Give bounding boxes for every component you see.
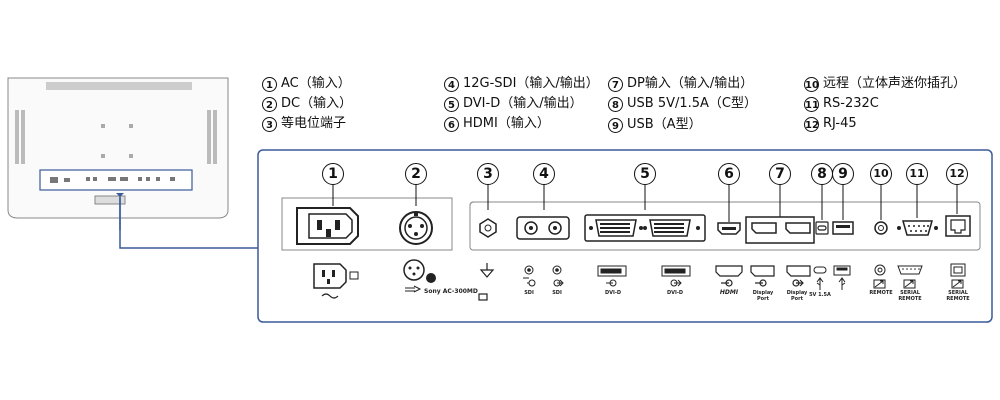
callout-7: 7	[769, 163, 791, 185]
label-hdmi: HDMI	[719, 289, 739, 296]
displayport-ports	[745, 216, 815, 244]
equipotential-terminal	[479, 218, 497, 238]
ac-inlet	[296, 207, 359, 245]
remote-jack	[874, 221, 888, 235]
dp-symbols	[750, 265, 811, 287]
rs232c-port	[897, 220, 938, 236]
usb-a-port	[832, 221, 854, 235]
callout-5: 5	[634, 163, 656, 185]
rj45-port	[945, 215, 971, 237]
callout-9: 9	[832, 163, 854, 185]
callout-2: 2	[405, 163, 427, 185]
label-dp-1: Display Port	[752, 290, 774, 302]
label-sdi-1: SDI	[524, 290, 534, 296]
label-serial-remote-1: SERIAL REMOTE	[898, 290, 922, 302]
dc-connector	[399, 211, 433, 245]
usb-symbols	[813, 265, 851, 290]
label-sony: Sony AC-300MD	[424, 288, 478, 295]
label-dvi-1: DVI-D	[604, 290, 622, 296]
ground-symbol	[478, 263, 495, 301]
callout-12: 12	[946, 163, 968, 185]
dc-symbol	[403, 259, 436, 293]
callout-11: 11	[906, 163, 928, 185]
remote-symbol	[873, 264, 886, 289]
callout-4: 4	[533, 163, 555, 185]
callout-8: 8	[811, 163, 833, 185]
dvi-symbols	[597, 265, 691, 287]
label-dp-2: Display Port	[786, 290, 808, 302]
label-remote: REMOTE	[869, 290, 893, 296]
label-sdi-2: SDI	[552, 290, 562, 296]
callout-1: 1	[322, 163, 344, 185]
label-serial-remote-2: SERIAL REMOTE	[946, 290, 970, 302]
connector-line	[119, 198, 258, 249]
hdmi-port	[717, 222, 741, 235]
callout-10: 10	[870, 163, 892, 185]
label-dvi-2: DVI-D	[666, 290, 684, 296]
monitor-rear-thumbnail	[7, 77, 229, 230]
callout-6: 6	[718, 163, 740, 185]
sdi-ports	[516, 216, 570, 240]
sdi-symbols	[523, 265, 564, 287]
usb-c-port	[815, 221, 829, 235]
rj45-symbol	[950, 263, 966, 289]
hdmi-symbol	[715, 265, 743, 287]
label-usb: 5V 1.5A	[809, 292, 831, 298]
dvi-ports	[584, 214, 706, 242]
serial-symbol	[897, 265, 923, 289]
callout-3: 3	[477, 163, 499, 185]
ac-symbol	[313, 263, 359, 299]
